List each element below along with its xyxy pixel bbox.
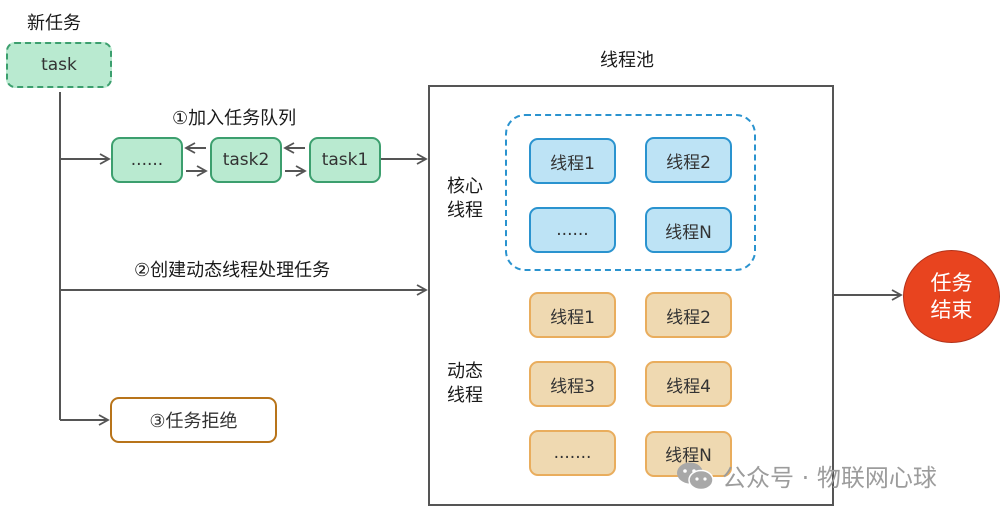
new-task-box[interactable]: task	[6, 42, 112, 88]
dynamic-thread[interactable]: 线程2	[645, 292, 732, 338]
wechat-icon	[677, 462, 714, 490]
dynamic-thread[interactable]: 线程4	[645, 361, 732, 407]
thread-pool-container	[428, 85, 834, 506]
queue-item[interactable]: task2	[210, 137, 282, 183]
queue-item[interactable]: ......	[111, 137, 183, 183]
core-thread[interactable]: 线程1	[529, 138, 616, 184]
end-line2: 结束	[930, 297, 973, 322]
watermark-text: 公众号 · 物联网心球	[722, 464, 937, 492]
dynamic-thread[interactable]: 线程1	[529, 292, 616, 338]
watermark: 公众号 · 物联网心球	[676, 458, 937, 493]
core-thread[interactable]: 线程N	[645, 207, 732, 253]
new-task-title: 新任务	[27, 13, 81, 34]
dynamic-thread[interactable]: .......	[529, 430, 616, 476]
core-label-line2: 线程	[447, 200, 483, 221]
task-end-node[interactable]: 任务 结束	[903, 250, 1000, 343]
task-reject-box[interactable]: ③任务拒绝	[110, 397, 277, 443]
dynamic-thread[interactable]: 线程3	[529, 361, 616, 407]
core-thread[interactable]: 线程2	[645, 137, 732, 183]
pool-title: 线程池	[600, 50, 654, 71]
dynamic-threads-label: 动态 线程	[447, 360, 483, 408]
dynamic-label-line1: 动态	[447, 361, 483, 382]
core-threads-label: 核心 线程	[447, 175, 483, 223]
core-threads-group	[505, 114, 756, 271]
core-thread[interactable]: ......	[529, 207, 616, 253]
dynamic-label-line2: 线程	[447, 385, 483, 406]
core-label-line1: 核心	[447, 176, 483, 197]
queue-title: ①加入任务队列	[172, 108, 297, 129]
create-dynamic-title: ②创建动态线程处理任务	[134, 260, 331, 281]
end-line1: 任务	[930, 270, 973, 295]
queue-item[interactable]: task1	[309, 137, 381, 183]
